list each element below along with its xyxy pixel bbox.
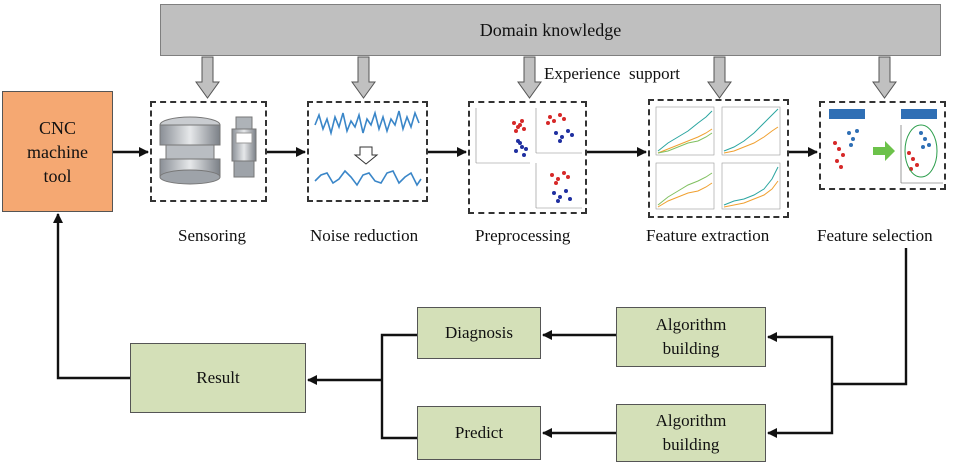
signal-image — [314, 110, 422, 187]
algorithm-bottom-line-1: Algorithm — [655, 411, 727, 430]
selection-feedback-line — [832, 248, 908, 386]
arrow-result-to-cnc — [53, 213, 130, 380]
result-box: Result — [130, 343, 306, 413]
preprocessing-label: Preprocessing — [475, 226, 571, 245]
down-arrow-noise — [351, 56, 376, 99]
feature-curves-image — [655, 106, 781, 210]
noise-reduction-label: Noise reduction — [310, 226, 419, 245]
cnc-machine-tool-box: CNC machine tool — [2, 91, 113, 212]
noise-reduction-box — [307, 101, 428, 202]
diagnosis-to-merge — [380, 333, 417, 440]
experience-support-label: Experience support — [544, 64, 680, 83]
algorithm-top-line-2: building — [662, 339, 720, 358]
sensor-image — [159, 116, 257, 185]
domain-knowledge-label: Domain knowledge — [479, 19, 622, 40]
sensoring-label: Sensoring — [178, 226, 246, 245]
down-arrow-preprocessing — [517, 56, 542, 99]
result-label: Result — [196, 368, 240, 387]
down-arrow-extraction — [707, 56, 732, 99]
cnc-line-3: tool — [43, 165, 72, 186]
feature-selection-label: Feature selection — [817, 226, 933, 245]
domain-knowledge-box: Domain knowledge — [160, 4, 941, 56]
sensoring-box — [150, 101, 267, 202]
predict-box: Predict — [417, 406, 541, 460]
diagnosis-box: Diagnosis — [417, 307, 541, 359]
pca-image — [829, 109, 943, 184]
arrow-to-algorithm-top — [767, 332, 834, 384]
feature-extraction-label: Feature extraction — [646, 226, 770, 245]
down-arrow-selection — [872, 56, 897, 99]
algorithm-top-line-1: Algorithm — [655, 315, 727, 334]
cnc-line-1: CNC — [38, 117, 76, 138]
algorithm-bottom-line-2: building — [662, 435, 720, 454]
arrow-to-algorithm-bottom — [767, 384, 834, 438]
scatter-image — [475, 108, 582, 209]
algorithm-building-bottom-box: Algorithm building — [616, 404, 766, 462]
cnc-line-2: machine — [27, 141, 88, 162]
algorithm-building-top-box: Algorithm building — [616, 307, 766, 367]
preprocessing-box — [468, 101, 587, 214]
predict-label: Predict — [454, 423, 504, 442]
down-arrow-sensoring — [195, 56, 220, 99]
feature-extraction-box — [648, 99, 789, 218]
diagnosis-label: Diagnosis — [445, 323, 513, 342]
feature-selection-box — [819, 101, 946, 190]
